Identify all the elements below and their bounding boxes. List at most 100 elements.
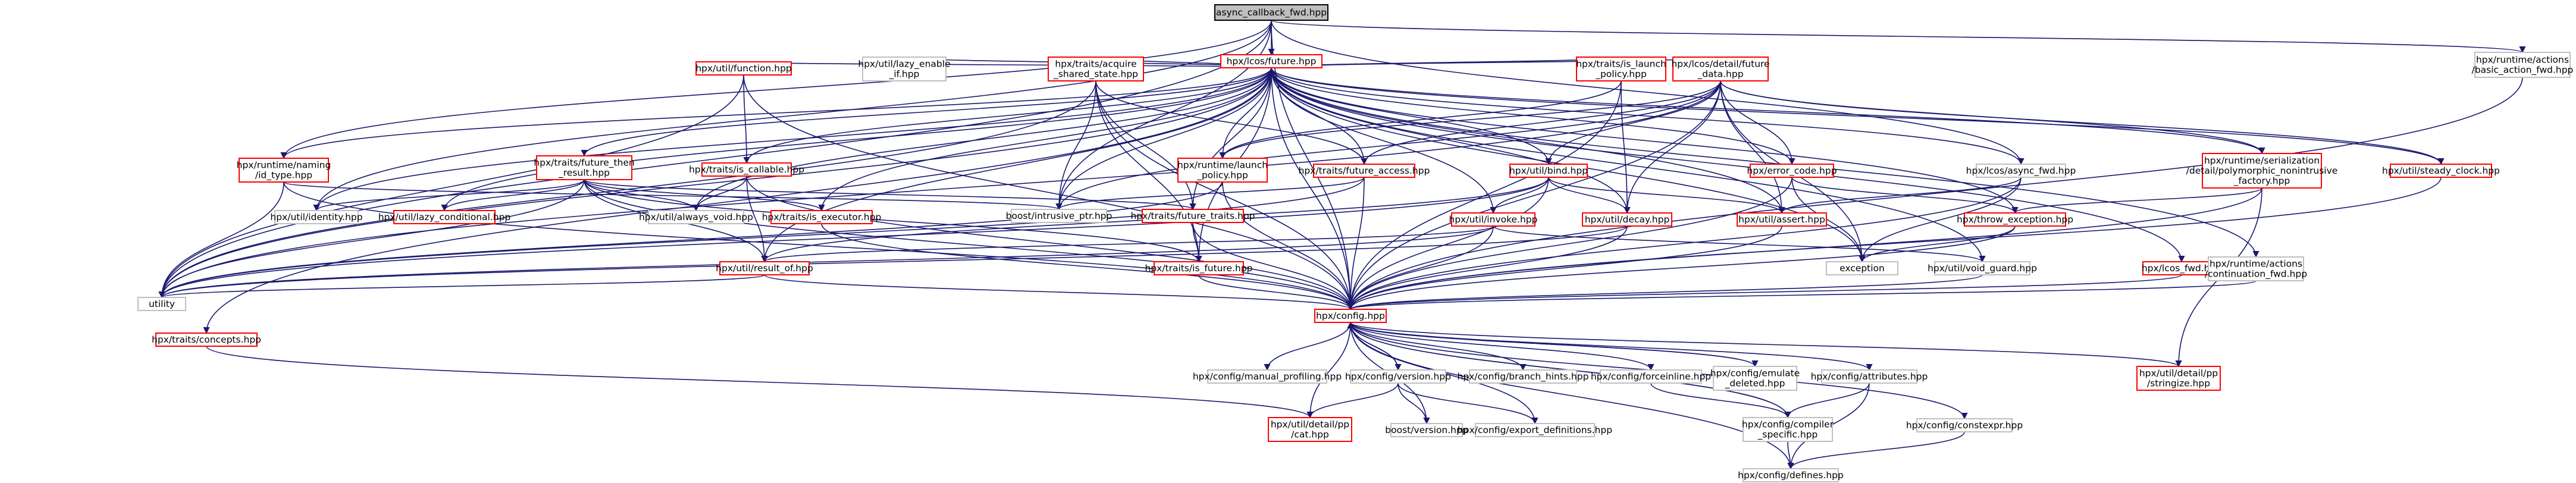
node-boost_version[interactable]: boost/version.hpp	[1385, 423, 1468, 437]
node-basic_action_fwd[interactable]: hpx/runtime/actions/basic_action_fwd.hpp	[2472, 52, 2574, 78]
node-label: _data.hpp	[1697, 69, 1743, 80]
node-util_bind[interactable]: hpx/util/bind.hpp	[1509, 164, 1588, 178]
node-is_launch_policy[interactable]: hpx/traits/is_launch_policy.hpp	[1576, 57, 1666, 81]
edge-util_bind-to-util_decay	[1548, 177, 1631, 214]
node-defines[interactable]: hpx/config/defines.hpp	[1738, 468, 1844, 482]
node-box	[1576, 57, 1666, 81]
node-lcos_fwd[interactable]: hpx/lcos_fwd.hpp	[2142, 261, 2221, 275]
node-box	[1964, 212, 2066, 227]
node-util_function[interactable]: hpx/util/function.hpp	[695, 61, 792, 76]
node-label: hpx/config.hpp	[1316, 310, 1385, 321]
node-label: hpx/traits/is_executor.hpp	[762, 212, 882, 223]
node-config_attributes[interactable]: hpx/config/attributes.hpp	[1811, 369, 1928, 384]
node-box	[1582, 212, 1672, 227]
edge-is_callable-to-result_of	[746, 175, 768, 263]
node-future[interactable]: hpx/lcos/future.hpp	[1220, 54, 1323, 68]
node-box	[2474, 52, 2571, 78]
node-polymorphic_factory[interactable]: hpx/runtime/serialization/detail/polymor…	[2186, 153, 2338, 189]
edge-void_guard-to-config	[1347, 274, 1983, 310]
edge-future_data-to-intrusive_ptr	[1055, 80, 1721, 211]
node-error_code[interactable]: hpx/error_code.hpp	[1747, 164, 1837, 178]
node-box	[1390, 423, 1463, 437]
node-async_fwd[interactable]: hpx/lcos/async_fwd.hpp	[1966, 164, 2076, 178]
node-export_definitions[interactable]: hpx/config/export_definitions.hpp	[1458, 423, 1612, 437]
node-pp_cat[interactable]: hpx/util/detail/pp/cat.hpp	[1268, 417, 1352, 442]
node-box	[648, 210, 744, 224]
node-util_invoke[interactable]: hpx/util/invoke.hpp	[1449, 212, 1538, 227]
edge-config_version-to-boost_version	[1397, 382, 1430, 425]
node-future_traits[interactable]: hpx/traits/future_traits.hpp	[1130, 209, 1255, 223]
edge-root-to-util_identity	[313, 20, 1272, 212]
node-label: boost/version.hpp	[1385, 425, 1468, 435]
node-label: hpx/config/defines.hpp	[1738, 470, 1844, 481]
node-label: hpx/config/emulate	[1710, 368, 1800, 379]
node-naming_id_type[interactable]: hpx/runtime/naming/id_type.hpp	[237, 158, 331, 183]
node-manual_profiling[interactable]: hpx/config/manual_profiling.hpp	[1193, 369, 1342, 384]
edge-basic_action_fwd-to-config	[1347, 77, 2523, 310]
node-label: hpx/config/constexpr.hpp	[1906, 420, 2023, 431]
edge-config-to-branch_hints	[1350, 322, 1527, 371]
edge-future-to-async_fwd	[1271, 67, 2025, 165]
node-future_data[interactable]: hpx/lcos/detail/future_data.hpp	[1671, 57, 1770, 81]
node-constexpr[interactable]: hpx/config/constexpr.hpp	[1906, 418, 2023, 432]
node-is_executor[interactable]: hpx/traits/is_executor.hpp	[762, 210, 882, 224]
node-branch_hints[interactable]: hpx/config/branch_hints.hpp	[1458, 369, 1589, 384]
node-root[interactable]: async_callback_fwd.hpp	[1214, 4, 1328, 21]
node-label: hpx/runtime/actions	[2210, 259, 2302, 269]
node-is_callable[interactable]: hpx/traits/is_callable.hpp	[689, 162, 804, 177]
node-utility[interactable]: utility	[137, 297, 186, 311]
node-box	[2208, 256, 2304, 281]
node-label: hpx/traits/is_future.hpp	[1145, 263, 1253, 274]
node-label: hpx/lcos_fwd.hpp	[2142, 263, 2221, 274]
node-box	[137, 297, 186, 311]
node-emulate_deleted[interactable]: hpx/config/emulate_deleted.hpp	[1710, 366, 1800, 391]
node-box	[1220, 54, 1323, 68]
node-label: hpx/util/invoke.hpp	[1449, 214, 1538, 225]
node-continuation_fwd[interactable]: hpx/runtime/actions/continuation_fwd.hpp	[2205, 256, 2307, 281]
node-exception[interactable]: exception	[1826, 261, 1898, 275]
node-forceinline[interactable]: hpx/config/forceinline.hpp	[1591, 369, 1711, 384]
edge-future_data-to-util_bind	[1545, 80, 1721, 165]
edge-future-to-is_callable	[743, 67, 1272, 164]
edge-concepts-to-pp_cat	[206, 346, 1314, 419]
node-launch_policy[interactable]: hpx/runtime/launch_policy.hpp	[1177, 158, 1268, 183]
edge-async_fwd-to-exception	[1859, 177, 2022, 263]
edge-future-to-intrusive_ptr	[1055, 67, 1272, 211]
node-acquire_shared_state[interactable]: hpx/traits/acquire_shared_state.hpp	[1048, 57, 1144, 81]
node-is_future[interactable]: hpx/traits/is_future.hpp	[1145, 261, 1253, 275]
node-util_assert[interactable]: hpx/util/assert.hpp	[1737, 212, 1827, 227]
node-label: hpx/lcos/async_fwd.hpp	[1966, 165, 2076, 177]
node-intrusive_ptr[interactable]: boost/intrusive_ptr.hpp	[1006, 209, 1112, 223]
node-box	[1750, 164, 1834, 178]
node-util_identity[interactable]: hpx/util/identity.hpp	[270, 210, 363, 224]
node-label: hpx/traits/is_callable.hpp	[689, 164, 804, 175]
node-throw_exception[interactable]: hpx/throw_exception.hpp	[1957, 212, 2073, 227]
node-steady_clock[interactable]: hpx/util/steady_clock.hpp	[2382, 164, 2500, 178]
node-pp_stringize[interactable]: hpx/util/detail/pp/stringize.hpp	[2136, 366, 2221, 391]
node-result_of[interactable]: hpx/util/result_of.hpp	[716, 261, 813, 275]
node-always_void[interactable]: hpx/util/always_void.hpp	[639, 210, 753, 224]
edge-future_then_result-to-util_identity	[313, 179, 585, 212]
edge-future_data-to-util_decay	[1624, 80, 1721, 214]
node-lazy_conditional[interactable]: hpx/util/lazy_conditional.hpp	[378, 210, 511, 224]
node-config[interactable]: hpx/config.hpp	[1314, 309, 1387, 323]
node-future_then_result[interactable]: hpx/traits/future_then_result.hpp	[534, 155, 635, 180]
edge-config_version-to-export_definitions	[1397, 382, 1538, 425]
node-future_access[interactable]: hpx/traits/future_access.hpp	[1299, 164, 1430, 178]
node-lazy_enable_if[interactable]: hpx/util/lazy_enable_if.hpp	[858, 57, 951, 81]
edge-config-to-pp_cat	[1306, 322, 1351, 419]
node-compiler_specific[interactable]: hpx/config/compiler_specific.hpp	[1742, 417, 1834, 442]
edge-util_invoke-to-config	[1347, 225, 1494, 310]
edge-naming_id_type-to-intrusive_ptr	[283, 181, 1063, 211]
node-util_decay[interactable]: hpx/util/decay.hpp	[1582, 212, 1672, 227]
node-config_version[interactable]: hpx/config/version.hpp	[1345, 369, 1451, 384]
node-void_guard[interactable]: hpx/util/void_guard.hpp	[1928, 261, 2037, 275]
node-concepts[interactable]: hpx/traits/concepts.hpp	[152, 333, 261, 347]
edge-future-to-throw_exception	[1271, 67, 2019, 214]
node-label: async_callback_fwd.hpp	[1216, 7, 1327, 18]
node-box	[1976, 164, 2066, 178]
edge-async_fwd-to-config	[1347, 177, 2022, 310]
edge-throw_exception-to-exception	[1859, 225, 2016, 263]
node-box	[1313, 164, 1415, 178]
